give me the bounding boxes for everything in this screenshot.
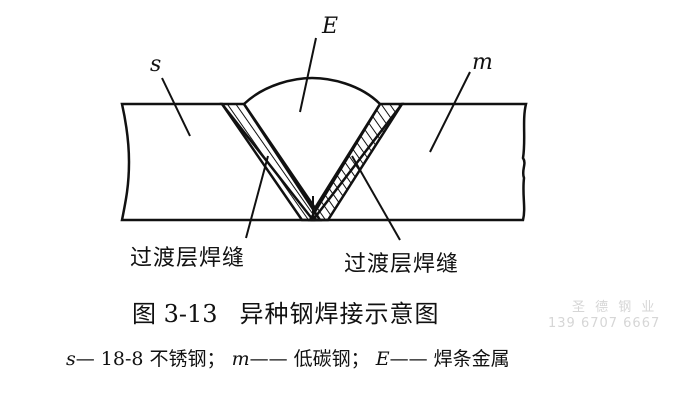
figure-title: 异种钢焊接示意图 [239, 300, 440, 328]
left-plate-s [120, 102, 316, 222]
filler-metal-e [242, 76, 382, 211]
legend-desc-e: —— 焊条金属 [389, 348, 510, 370]
figure-legend: s— 18-8 不锈钢； m—— 低碳钢； E—— 焊条金属 [66, 344, 510, 371]
figure-number: 图 3-13 [132, 300, 218, 328]
watermark-phone: 139 6707 6667 [548, 316, 661, 331]
legend-desc-m: —— 低碳钢； [249, 348, 370, 370]
watermark-company: 圣 德 钢 业 [572, 300, 658, 315]
label-s: s [150, 52, 162, 77]
label-m: m [472, 50, 493, 75]
right-plate-m [310, 102, 528, 222]
legend-key-s: s [66, 348, 76, 370]
legend-key-e: E [375, 348, 390, 370]
leader-line-e [299, 37, 317, 113]
label-transition-weld-right: 过渡层焊缝 [344, 252, 460, 277]
leader-line-m [429, 71, 471, 153]
leader-line-transition-left [245, 155, 269, 239]
leader-line-transition-right [351, 155, 401, 241]
label-e: E [322, 14, 339, 39]
label-transition-weld-left: 过渡层焊缝 [130, 246, 246, 271]
legend-key-m: m [231, 348, 250, 370]
figure-caption: 图 3-13 异种钢焊接示意图 [132, 294, 440, 329]
legend-desc-s: — 18-8 不锈钢； [75, 348, 226, 370]
leader-line-s [161, 77, 191, 137]
